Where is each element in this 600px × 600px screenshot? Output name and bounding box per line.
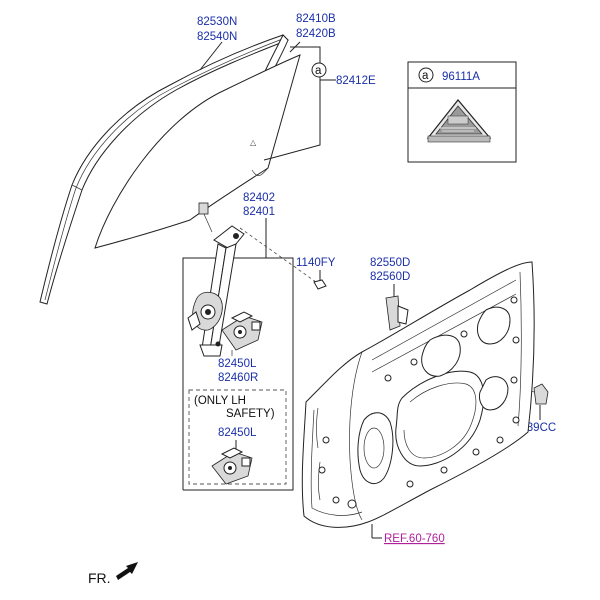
part-number-82402: 82402 bbox=[243, 192, 275, 204]
part-number-96111a: 96111A bbox=[442, 71, 480, 83]
safety-motor bbox=[211, 440, 253, 485]
part-number-82420b: 82420B bbox=[296, 28, 336, 40]
label-96111a-box bbox=[407, 61, 517, 163]
window-regulator bbox=[187, 225, 317, 357]
part-number-82410b: 82410B bbox=[296, 13, 336, 25]
glass-clip bbox=[198, 202, 213, 233]
ref-leader bbox=[371, 524, 382, 539]
part-number-82560d: 82560D bbox=[370, 271, 410, 283]
part-number-82550d: 82550D bbox=[370, 257, 410, 269]
ref-circle-a-1 bbox=[311, 62, 327, 78]
lh-safety-box bbox=[188, 389, 287, 485]
front-direction-label: FR. bbox=[88, 570, 111, 586]
window-motor bbox=[221, 311, 263, 356]
door-glass: △ bbox=[94, 54, 301, 249]
part-number-82450l-1: 82450L bbox=[218, 358, 257, 370]
part-number-82412e: 82412E bbox=[336, 75, 376, 87]
ref-60-760-link[interactable]: REF.60-760 bbox=[384, 533, 445, 545]
regulator-box bbox=[182, 218, 294, 491]
part-number-82401: 82401 bbox=[243, 206, 275, 218]
door-inner-panel bbox=[301, 261, 535, 528]
part-number-82450l-2: 82450L bbox=[218, 427, 257, 439]
part-number-82460r: 82460R bbox=[218, 372, 258, 384]
caution-label-icon bbox=[426, 99, 492, 143]
part-number-1140fy: 1140FY bbox=[296, 257, 336, 269]
safety-label: SAFETY) bbox=[226, 408, 275, 420]
leaders-top bbox=[199, 41, 336, 161]
bolt-1140fy bbox=[313, 270, 327, 290]
part-number-82530n: 82530N bbox=[197, 16, 237, 28]
ref-circle-a-2-label: a bbox=[422, 70, 429, 82]
part-number-82540n: 82540N bbox=[197, 31, 237, 43]
front-arrow-icon bbox=[116, 562, 138, 580]
svg-text:△: △ bbox=[250, 138, 257, 147]
ref-circle-a-1-label: a bbox=[315, 65, 322, 77]
only-lh-label: (ONLY LH bbox=[194, 395, 246, 407]
door-seal-part bbox=[385, 284, 409, 331]
